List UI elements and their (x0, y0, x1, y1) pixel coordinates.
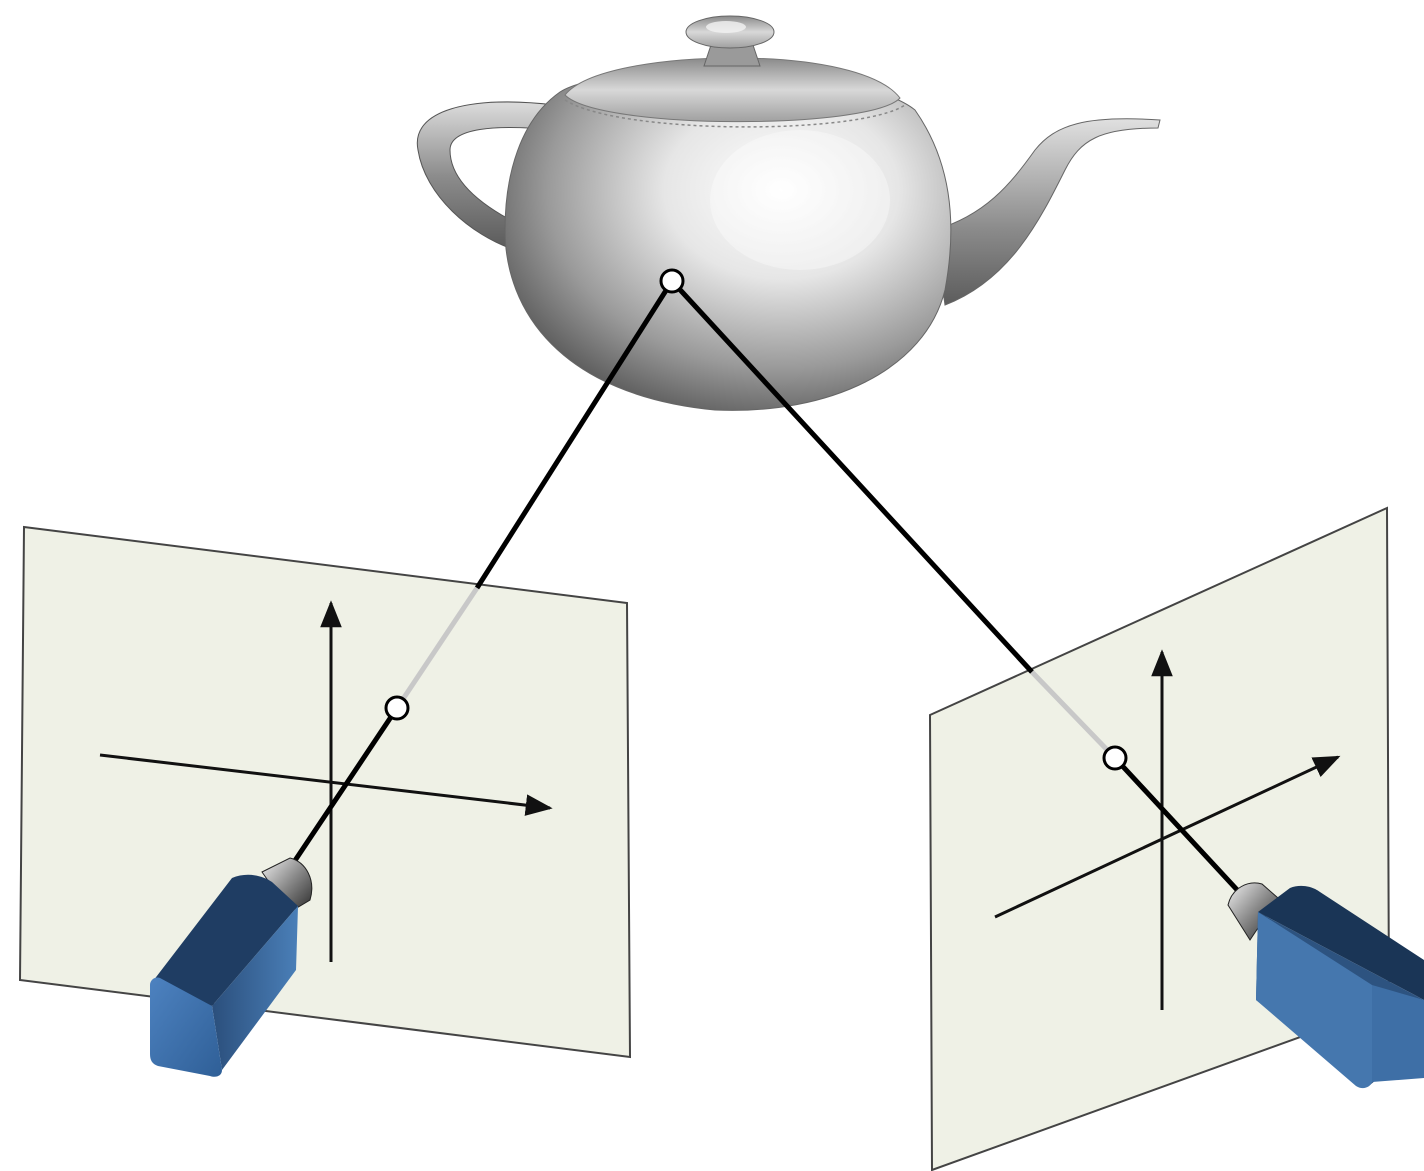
rays (287, 279, 1242, 895)
right-ray-front (670, 279, 1034, 674)
right-ray-behind-plane (1030, 670, 1117, 760)
left-camera-side (212, 906, 298, 1070)
right-image-point (1102, 745, 1128, 771)
left-camera-lens (261, 857, 313, 913)
left-image-plane (18, 525, 632, 1059)
left-ray-to-camera (287, 706, 400, 870)
right-camera-end (1372, 985, 1424, 1082)
left-image-point (384, 695, 410, 721)
world-point (659, 268, 685, 294)
left-camera-front (150, 977, 222, 1077)
right-plane-horizontal-axis (994, 755, 1341, 919)
camera-icon (150, 857, 313, 1077)
teapot-icon (416, 15, 1161, 411)
left-plane-horizontal-axis (99, 753, 553, 816)
right-camera-lens (1227, 882, 1279, 941)
left-plane-surface (18, 525, 632, 1059)
right-image-plane (928, 506, 1391, 1171)
teapot-knob-highlight (706, 21, 746, 33)
left-camera-top (150, 874, 298, 1006)
right-camera-top (1258, 885, 1424, 1000)
teapot-highlight (710, 130, 890, 270)
teapot-lid (564, 57, 901, 123)
left-ray-front (474, 279, 675, 590)
teapot-spout (934, 118, 1161, 306)
right-ray-to-camera (1113, 756, 1242, 895)
camera-icon (1227, 882, 1424, 1089)
left-ray-behind-plane (394, 586, 480, 710)
right-camera-front (1256, 912, 1372, 1089)
